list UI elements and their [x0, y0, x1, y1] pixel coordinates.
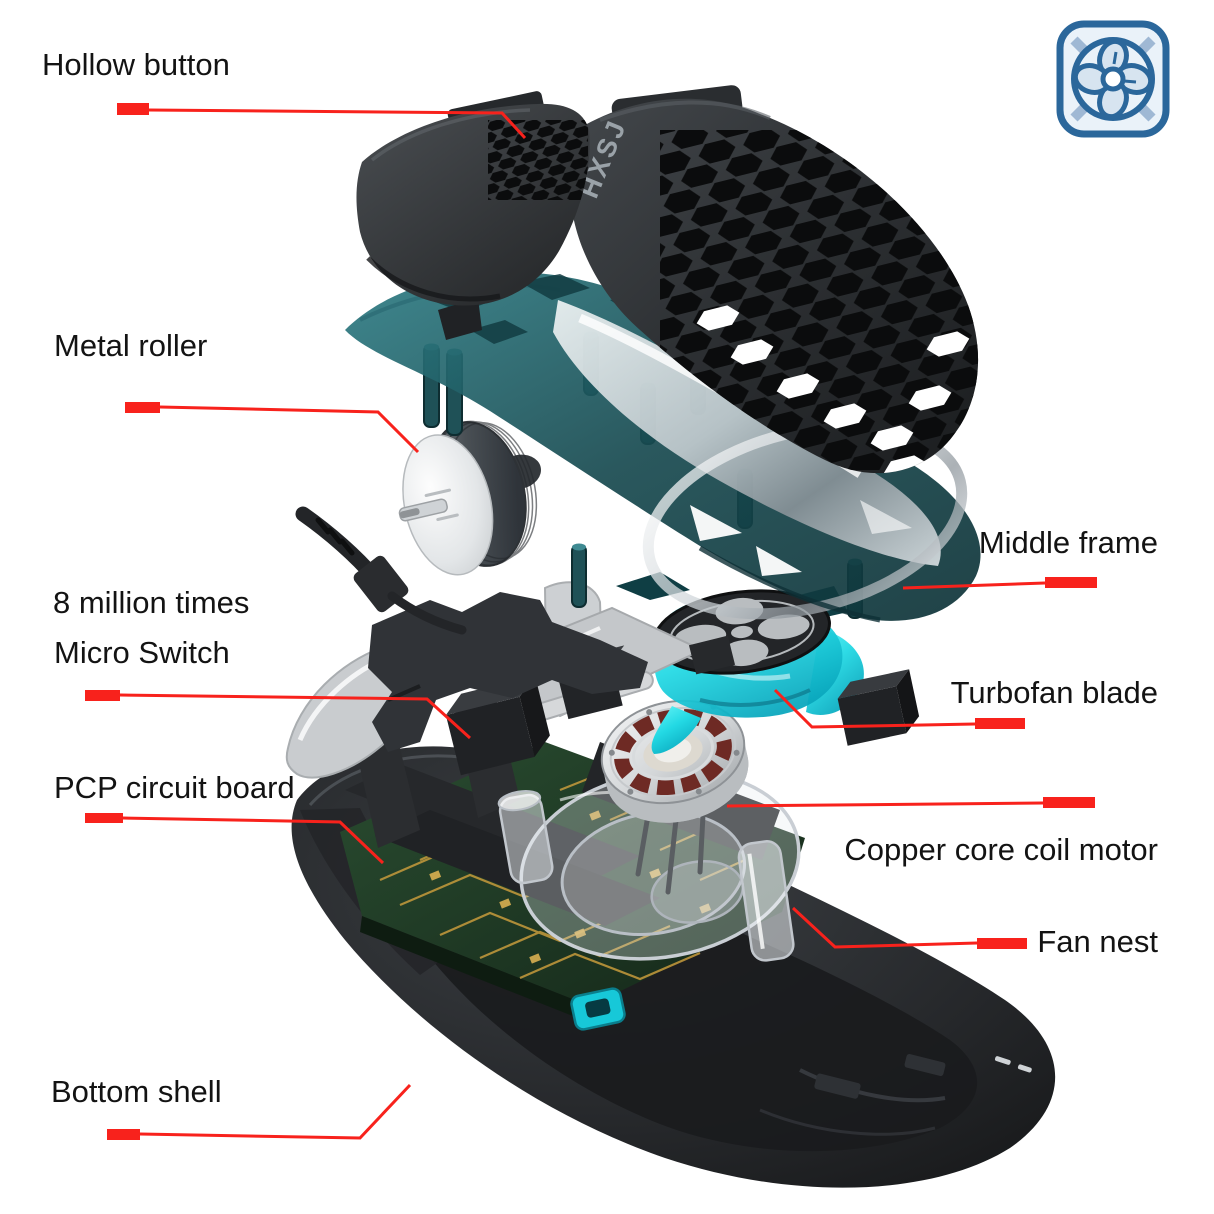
copper-coil-motor-part: [600, 699, 749, 895]
label-hollow-button: Hollow button: [42, 47, 230, 82]
micro-switch-boxes: [445, 635, 920, 776]
leader-bottom-shell: [107, 1083, 412, 1140]
label-pcp-circuit-board: PCP circuit board: [54, 770, 295, 805]
leader-hollow-button: [117, 103, 527, 140]
leader-fan-nest: [791, 906, 1027, 949]
left-button-part: [356, 91, 590, 340]
leader-metal-roller: [125, 402, 420, 454]
sensor-part: [570, 987, 626, 1031]
label-micro-switch-line2: Micro Switch: [54, 635, 230, 670]
fan-icon: [1056, 16, 1170, 140]
leader-micro-switch: [85, 690, 472, 740]
leader-turbofan-blade: [773, 688, 1025, 729]
leader-lines: [85, 103, 1097, 1140]
label-copper-core-coil-motor: Copper core coil motor: [844, 832, 1158, 867]
label-bottom-shell: Bottom shell: [51, 1074, 222, 1109]
label-middle-frame: Middle frame: [978, 525, 1158, 560]
label-metal-roller: Metal roller: [54, 328, 208, 363]
leader-copper-core-coil-motor: [726, 797, 1095, 808]
label-micro-switch-line1: 8 million times: [53, 585, 250, 620]
usb-cable: [295, 506, 467, 635]
middle-frame-part: [345, 272, 981, 623]
hollow-button-holes: [488, 120, 588, 200]
label-turbofan-blade: Turbofan blade: [950, 675, 1158, 710]
pcb-pads: [429, 810, 712, 964]
label-fan-nest: Fan nest: [1037, 924, 1158, 959]
leader-middle-frame: [902, 577, 1097, 590]
leader-pcp-circuit-board: [85, 813, 385, 865]
